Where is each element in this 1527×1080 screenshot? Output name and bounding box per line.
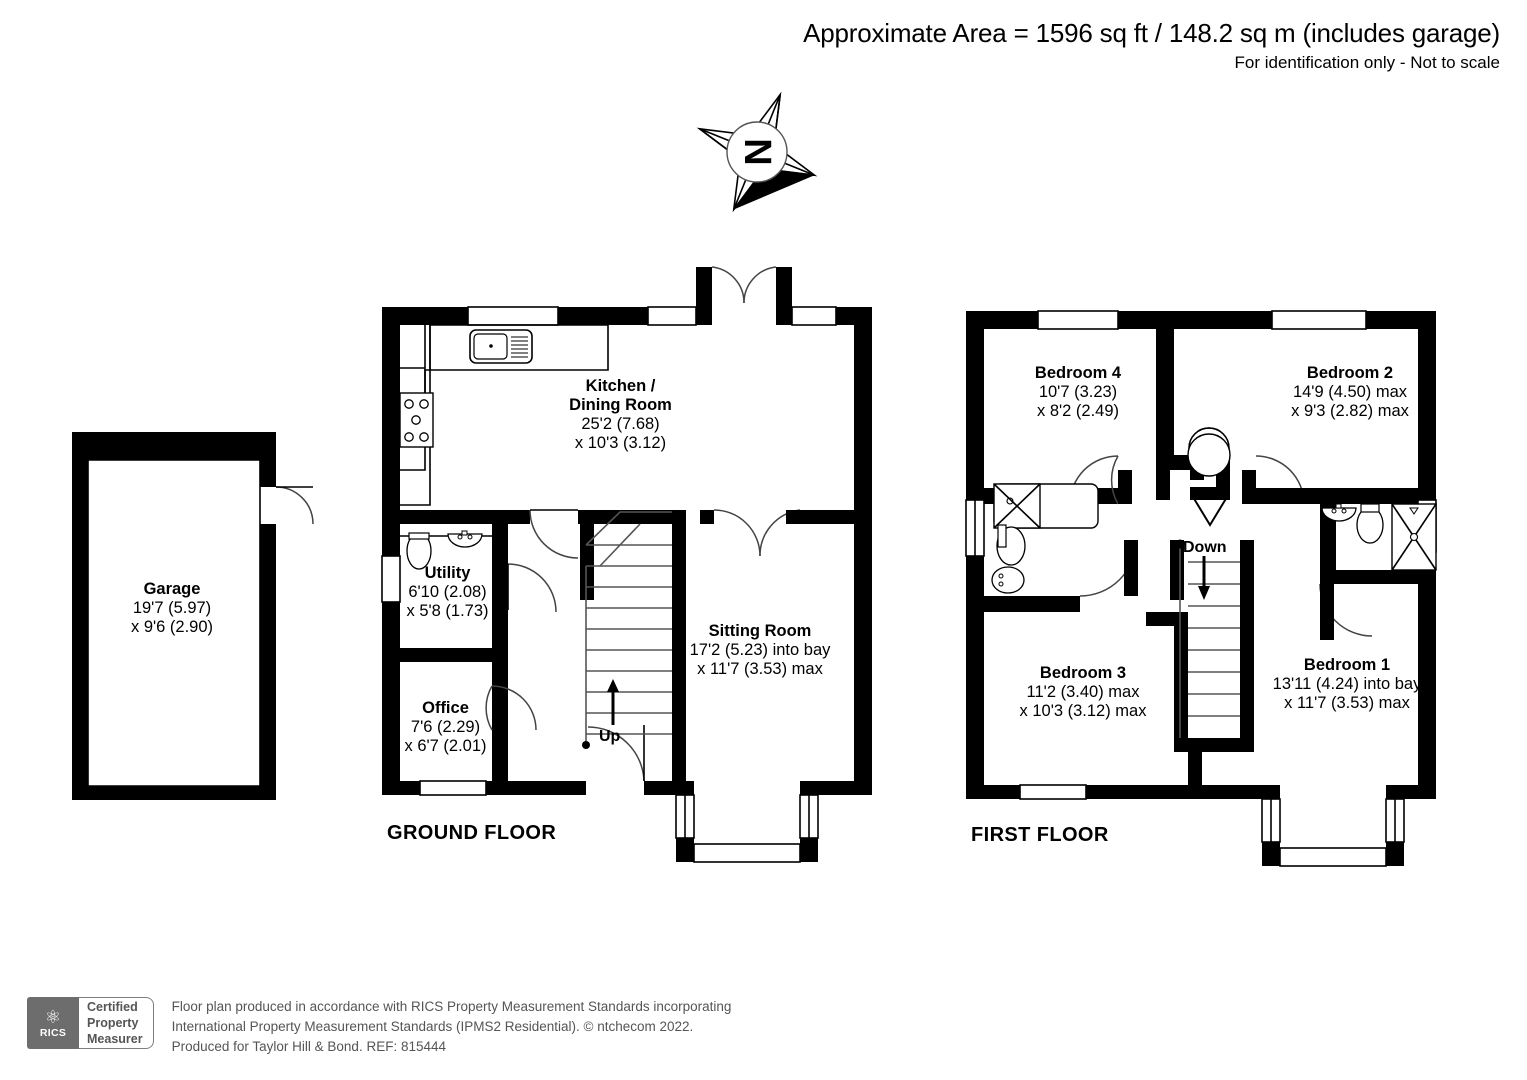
kitchen-name-line1: Kitchen / — [585, 377, 656, 395]
garage-name: Garage — [143, 580, 201, 598]
bedroom2-dim1: 14'9 (4.50) max — [1292, 383, 1408, 402]
credit-text: Floor plan produced in accordance with R… — [172, 997, 732, 1057]
sitting-room-dim1: 17'2 (5.23) into bay — [689, 641, 831, 660]
credit-line-3: Produced for Taylor Hill & Bond. REF: 81… — [171, 1038, 446, 1054]
sitting-room-name: Sitting Room — [708, 622, 812, 640]
bedroom1-name: Bedroom 1 — [1303, 656, 1391, 674]
compass-north-letter: N — [736, 138, 778, 165]
badge-line-3: Measurer — [87, 1032, 143, 1046]
room-label-bedroom-4: Bedroom 4 10'7 (3.23) x 8'2 (2.49) — [1008, 364, 1148, 421]
office-dim1: 7'6 (2.29) — [410, 718, 481, 737]
room-label-kitchen-dining: Kitchen / Dining Room 25'2 (7.68) x 10'3… — [513, 377, 728, 454]
rics-logo: ⚛ RICS — [27, 997, 79, 1049]
stairs-down-label: Down — [1183, 539, 1227, 556]
room-label-sitting-room: Sitting Room 17'2 (5.23) into bay x 11'7… — [670, 622, 850, 679]
disclaimer-text: For identification only - Not to scale — [1234, 53, 1500, 72]
ground-floor-title: GROUND FLOOR — [387, 822, 557, 844]
bedroom2-name: Bedroom 2 — [1306, 364, 1394, 382]
bedroom2-dim2: x 9'3 (2.82) max — [1291, 402, 1409, 421]
kitchen-dim2: x 10'3 (3.12) — [574, 434, 667, 453]
footer: ⚛ RICS Certified Property Measurer Floor… — [27, 997, 731, 1057]
utility-dim1: 6'10 (2.08) — [408, 583, 487, 602]
room-label-utility: Utility 6'10 (2.08) x 5'8 (1.73) — [395, 564, 500, 621]
badge-line-2: Property — [87, 1016, 139, 1030]
approximate-area-text: Approximate Area = 1596 sq ft / 148.2 sq… — [803, 18, 1500, 48]
kitchen-dim1: 25'2 (7.68) — [581, 415, 660, 434]
first-floor-title: FIRST FLOOR — [971, 824, 1109, 846]
bedroom3-name: Bedroom 3 — [1039, 664, 1127, 682]
credit-line-2: International Property Measurement Stand… — [171, 1018, 694, 1034]
office-dim2: x 6'7 (2.01) — [404, 737, 487, 756]
bedroom3-dim2: x 10'3 (3.12) max — [1019, 702, 1147, 721]
room-label-bedroom-2: Bedroom 2 14'9 (4.50) max x 9'3 (2.82) m… — [1268, 364, 1432, 421]
bedroom4-name: Bedroom 4 — [1034, 364, 1122, 382]
bedroom1-dim2: x 11'7 (3.53) max — [1284, 694, 1410, 713]
stairs-up-label: Up — [599, 728, 621, 745]
room-label-bedroom-1: Bedroom 1 13'11 (4.24) into bay x 11'7 (… — [1253, 656, 1441, 713]
garage-dim2: x 9'6 (2.90) — [130, 618, 214, 637]
utility-dim2: x 5'8 (1.73) — [406, 602, 489, 621]
sitting-room-dim2: x 11'7 (3.53) max — [697, 660, 823, 679]
office-name: Office — [422, 699, 469, 717]
bedroom3-dim1: 11'2 (3.40) max — [1026, 683, 1140, 702]
rics-wordmark: RICS — [39, 1026, 67, 1039]
bedroom4-dim1: 10'7 (3.23) — [1038, 383, 1118, 402]
rics-certified-badge: ⚛ RICS Certified Property Measurer — [27, 997, 154, 1049]
utility-name: Utility — [424, 564, 471, 582]
kitchen-name-line2: Dining Room — [569, 396, 672, 415]
rics-crest-icon: ⚛ — [44, 1006, 62, 1027]
bedroom1-dim1: 13'11 (4.24) into bay — [1272, 675, 1422, 694]
credit-line-1: Floor plan produced in accordance with R… — [171, 999, 732, 1014]
garage-dim1: 19'7 (5.97) — [132, 599, 212, 618]
badge-line-1: Certified — [87, 1000, 138, 1014]
room-label-office: Office 7'6 (2.29) x 6'7 (2.01) — [393, 699, 498, 756]
room-label-bedroom-3: Bedroom 3 11'2 (3.40) max x 10'3 (3.12) … — [1002, 664, 1164, 721]
bedroom4-dim2: x 8'2 (2.49) — [1036, 402, 1120, 421]
room-label-garage: Garage 19'7 (5.97) x 9'6 (2.90) — [77, 580, 267, 637]
